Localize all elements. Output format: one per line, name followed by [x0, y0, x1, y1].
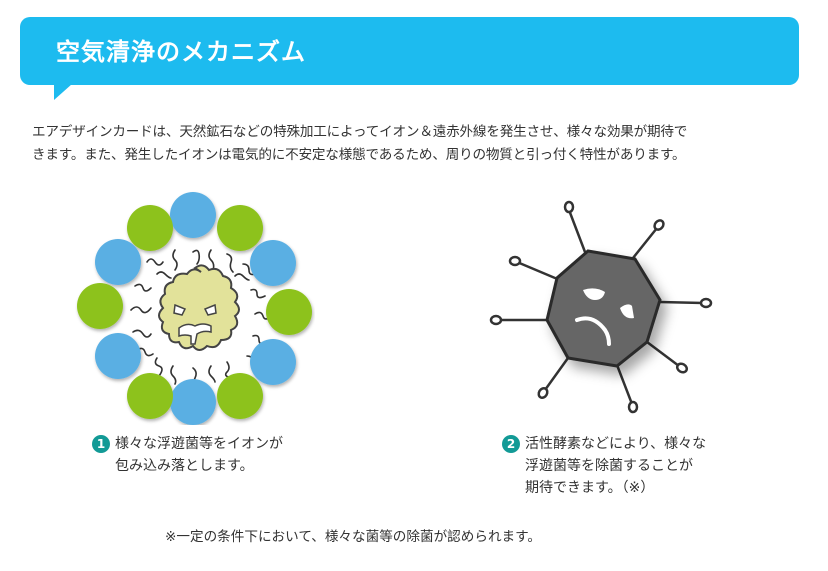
caption-2-line-1: 活性酵素などにより、様々な — [525, 436, 707, 452]
footnote: ※一定の条件下において、様々な菌等の除菌が認められます。 — [165, 529, 541, 545]
caption-1: 1 様々な浮遊菌等をイオンが 包み込み落とします。 — [92, 433, 283, 477]
caption-2: 2 活性酵素などにより、様々な 浮遊菌等を除菌することが 期待できます。（※） — [502, 433, 706, 499]
title-banner: 空気清浄のメカニズム — [20, 17, 799, 85]
virus-icon — [485, 190, 720, 425]
caption-1-line-1: 様々な浮遊菌等をイオンが — [115, 436, 283, 452]
intro-text: エアデザインカードは、天然鉱石などの特殊加工によってイオン＆遠赤外線を発生させ、… — [32, 121, 812, 167]
intro-line-1: エアデザインカードは、天然鉱石などの特殊加工によってイオン＆遠赤外線を発生させ、… — [32, 124, 688, 140]
caption-2-line-2: 浮遊菌等を除菌することが — [525, 458, 693, 474]
banner-speech-tail — [54, 84, 72, 100]
page-title: 空気清浄のメカニズム — [56, 38, 306, 66]
caption-1-line-2: 包み込み落とします。 — [115, 458, 254, 474]
number-badge-1: 1 — [92, 435, 110, 453]
caption-2-line-3: 期待できます。（※） — [525, 480, 655, 496]
germ-surrounded-by-ions-icon — [75, 190, 315, 425]
number-badge-2: 2 — [502, 435, 520, 453]
intro-line-2: きます。また、発生したイオンは電気的に不安定な様態であるため、周りの物質と引っ付… — [32, 147, 686, 163]
